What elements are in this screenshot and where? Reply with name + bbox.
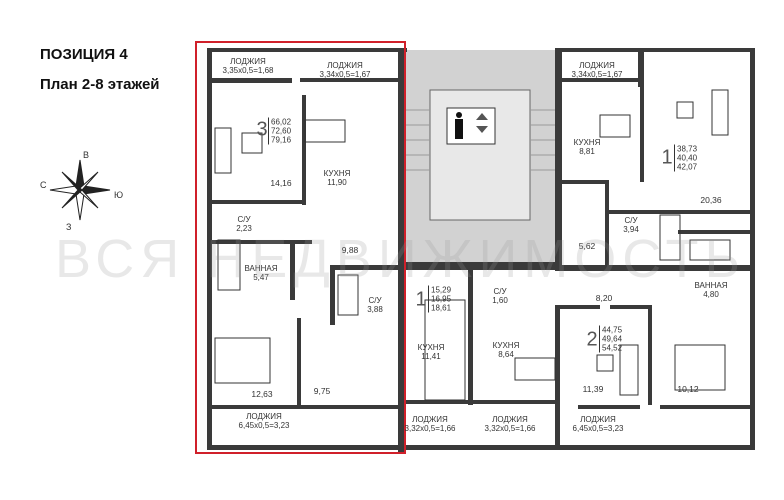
compass-east-label: Ю	[114, 190, 124, 200]
compass-rose-icon	[49, 159, 111, 221]
living-room-area: 14,16	[270, 178, 292, 188]
bedroom-area: 12,63	[251, 389, 273, 399]
position-title: ПОЗИЦИЯ 4	[40, 46, 128, 63]
floors-subtitle: План 2-8 этажей	[40, 76, 160, 93]
hall-area: 5,62	[578, 241, 596, 251]
room-count: 3	[256, 118, 268, 141]
room-count: 1	[415, 288, 427, 311]
compass-west-label: С	[40, 180, 47, 190]
compass-north-label: В	[83, 150, 90, 160]
living-room-area: 20,36	[700, 195, 722, 205]
living-room-area: 11,39	[582, 384, 604, 394]
room-count: 1	[661, 146, 673, 169]
bedroom-area: 10,12	[677, 384, 699, 394]
hall-area: 8,20	[595, 293, 613, 303]
room-count: 2	[586, 328, 598, 351]
selected-apartment-highlight	[195, 41, 406, 454]
bedroom-area: 9,75	[313, 386, 331, 396]
walls	[207, 48, 755, 452]
compass-south-label: З	[66, 222, 72, 232]
furniture	[214, 89, 731, 401]
elevator-icon	[446, 107, 496, 145]
hall-area: 9,88	[341, 245, 359, 255]
